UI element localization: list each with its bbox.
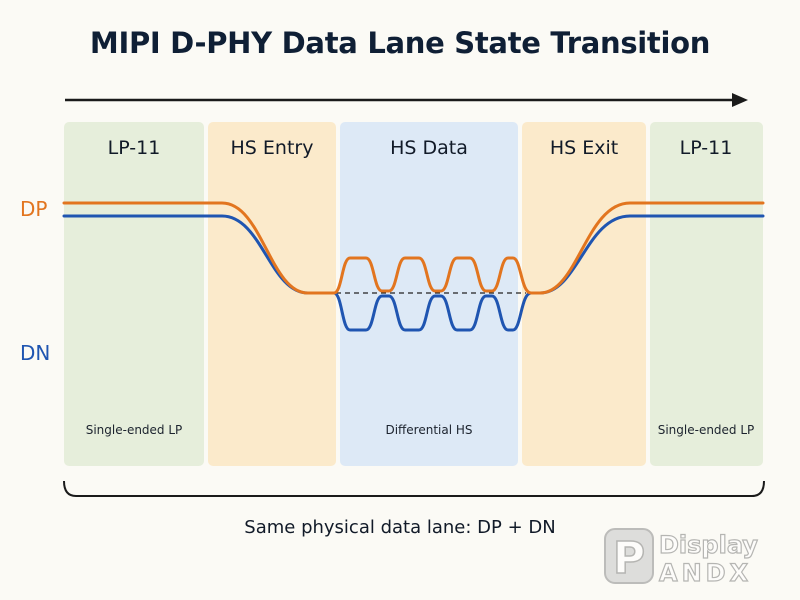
watermark-text-line1: Display bbox=[659, 531, 758, 559]
phase-panel-hs-data bbox=[340, 122, 518, 466]
watermark-glyph: P bbox=[613, 533, 645, 584]
region-label-single-ended-right: Single-ended LP bbox=[658, 423, 755, 437]
phase-label-lp11-start: LP-11 bbox=[108, 137, 161, 159]
time-arrow bbox=[65, 93, 748, 107]
region-label-single-ended-left: Single-ended LP bbox=[86, 423, 183, 437]
dp-waveform bbox=[62, 201, 765, 295]
dp-signal-label: DP bbox=[20, 197, 47, 221]
phase-panel-lp11-start bbox=[64, 122, 204, 466]
phase-label-hs-entry: HS Entry bbox=[231, 137, 314, 159]
displaymodule-watermark-logo: P Display ANDX bbox=[604, 528, 759, 587]
dn-signal-label: DN bbox=[20, 341, 50, 365]
phase-panel-hs-entry bbox=[208, 122, 336, 466]
lane-caption: Same physical data lane: DP + DN bbox=[244, 517, 556, 538]
watermark-text-line2: ANDX bbox=[659, 559, 752, 587]
phase-panel-lp11-end bbox=[650, 122, 763, 466]
dn-waveform bbox=[62, 214, 765, 332]
lane-bracket bbox=[63, 480, 765, 497]
phase-label-hs-exit: HS Exit bbox=[550, 137, 618, 159]
phase-label-hs-data: HS Data bbox=[390, 137, 468, 159]
region-label-differential-hs: Differential HS bbox=[385, 423, 472, 437]
phase-label-lp11-end: LP-11 bbox=[680, 137, 733, 159]
diagram-title: MIPI D-PHY Data Lane State Transition bbox=[89, 26, 711, 60]
